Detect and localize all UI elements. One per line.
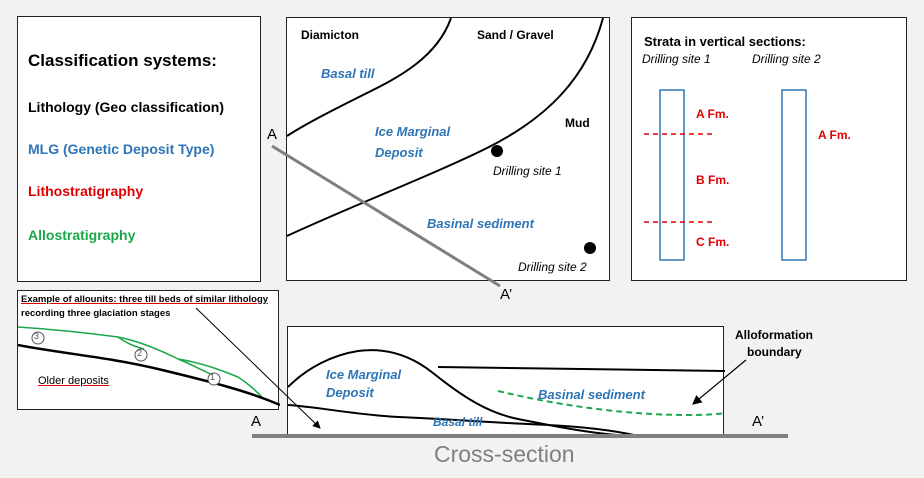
- legend-item-lithology: Lithology (Geo classification): [28, 99, 225, 115]
- ice-marginal-deposit-outline: [288, 349, 644, 437]
- map-point-a-prime: A’: [500, 286, 513, 303]
- legend-title: Classification systems:: [28, 51, 217, 70]
- site1-column: [659, 89, 685, 261]
- till-bed-3: [18, 326, 145, 350]
- till-bed-2: [117, 336, 214, 376]
- label-basinal-sediment: Basinal sediment: [427, 216, 534, 231]
- basinal-top-surface: [437, 366, 725, 372]
- cross-section-drawing: [288, 349, 725, 437]
- map-drawing: [287, 18, 604, 254]
- site2-column: [781, 89, 807, 261]
- classification-legend-panel: Classification systems: Lithology (Geo c…: [17, 16, 261, 282]
- legend-item-allostratigraphy: Allostratigraphy: [28, 227, 136, 243]
- allounit-marker-2-circle: [134, 348, 148, 362]
- alloformation-label-line1: Alloformation: [735, 328, 813, 342]
- strata-columns: [644, 89, 807, 261]
- allounits-caption-line1: Example of allounits: three till beds of…: [21, 294, 269, 305]
- cross-section-panel: Ice Marginal Deposit Basinal sediment Ba…: [287, 326, 725, 437]
- label-ice-marginal: Ice Marginal: [375, 124, 451, 139]
- label-diamicton: Diamicton: [301, 28, 360, 42]
- site1-unit-b: B Fm.: [696, 173, 730, 187]
- allounit-marker-2: 2: [137, 348, 143, 358]
- diamicton-boundary: [287, 18, 452, 137]
- allounits-panel: Example of allounits: three till beds of…: [17, 290, 280, 410]
- strata-col2-label: Drilling site 2: [752, 52, 821, 66]
- label-drilling-site-1: Drilling site 1: [493, 164, 562, 178]
- xs-label-basinal-sediment: Basinal sediment: [538, 387, 645, 402]
- label-mud: Mud: [565, 116, 590, 130]
- legend-item-lithostratigraphy: Lithostratigraphy: [28, 183, 144, 199]
- legend-item-mlg: MLG (Genetic Deposit Type): [28, 141, 215, 157]
- strata-panel: Strata in vertical sections: Drilling si…: [631, 17, 907, 281]
- xs-label-ice-marginal: Ice Marginal: [326, 367, 402, 382]
- allounit-marker-1: 1: [210, 372, 216, 382]
- map-panel: Diamicton Sand / Gravel Mud Basal till I…: [286, 17, 610, 281]
- drilling-site-1-dot: [491, 145, 503, 157]
- cross-section-caption: Cross-section: [434, 441, 575, 467]
- xs-label-basal-till: Basal till: [433, 415, 483, 429]
- alloformation-boundary-line: [497, 390, 725, 417]
- allounit-marker-3-circle: [31, 331, 45, 345]
- site1-unit-c: C Fm.: [696, 235, 730, 249]
- site1-unit-a: A Fm.: [696, 107, 729, 121]
- basal-till-top: [288, 404, 644, 437]
- drilling-site-2-dot: [584, 242, 596, 254]
- xs-point-a: A: [251, 413, 262, 430]
- strata-col1-label: Drilling site 1: [642, 52, 711, 66]
- label-deposit: Deposit: [375, 145, 423, 160]
- map-point-a: A: [267, 126, 278, 143]
- allounit-marker-3: 3: [34, 331, 40, 341]
- xs-label-deposit: Deposit: [326, 385, 374, 400]
- older-deposits-label: Older deposits: [38, 375, 109, 387]
- allounits-caption-line2: recording three glaciation stages: [21, 308, 171, 319]
- strata-title: Strata in vertical sections:: [644, 34, 806, 49]
- label-drilling-site-2: Drilling site 2: [518, 260, 587, 274]
- label-sand-gravel: Sand / Gravel: [477, 28, 554, 42]
- alloformation-label-line2: boundary: [747, 345, 802, 359]
- xs-point-a-prime: A’: [752, 413, 765, 430]
- label-basal-till: Basal till: [321, 66, 375, 81]
- site2-unit-a: A Fm.: [818, 128, 851, 142]
